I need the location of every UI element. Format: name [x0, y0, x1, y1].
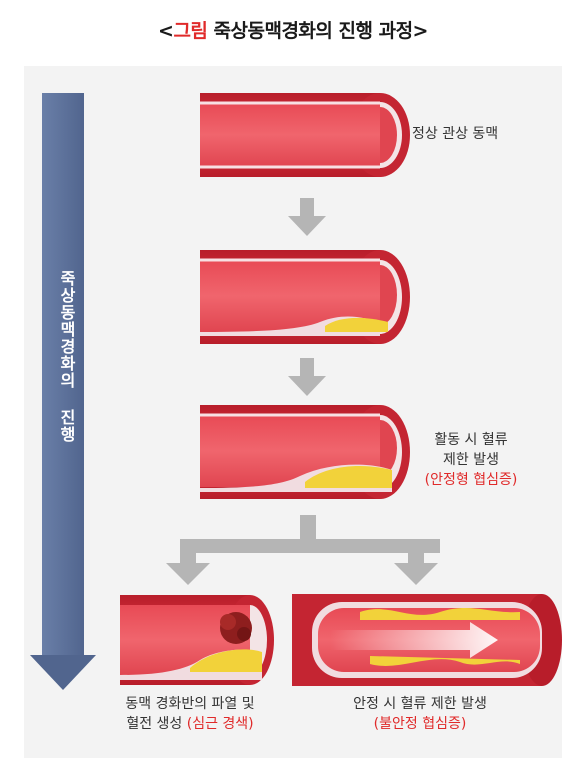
figure-title: <그림 죽상동맥경화의 진행 과정>	[158, 20, 428, 42]
label-stable-angina: 활동 시 혈류 제한 발생 (안정형 협심증)	[406, 430, 536, 490]
rupture-line2: 혈전 생성 (심근 경색)	[126, 716, 254, 732]
artery-unstable-angina	[292, 594, 562, 686]
label-unstable-angina: 안정 시 혈류 제한 발생 (불안정 협심증)	[320, 694, 520, 734]
stable-angina-line3: (안정형 협심증)	[424, 472, 518, 488]
down-arrow-2	[288, 358, 326, 396]
artery-stable-angina	[200, 405, 410, 499]
unstable-angina-line1: 안정 시 혈류 제한 발생	[353, 696, 487, 712]
stable-angina-line1: 활동 시 혈류	[434, 432, 508, 448]
stable-angina-line2: 제한 발생	[443, 452, 499, 468]
progression-arrow	[30, 93, 96, 690]
artery-rupture-thrombus	[120, 595, 274, 685]
branch-arrow	[166, 515, 440, 585]
unstable-angina-line2: (불안정 협심증)	[373, 716, 467, 732]
label-rupture: 동맥 경화반의 파열 및 혈전 생성 (심근 경색)	[100, 694, 280, 734]
down-arrow-1	[288, 198, 326, 236]
label-normal-artery: 정상 관상 동맥	[412, 126, 499, 142]
artery-normal	[200, 93, 410, 177]
progression-label: 죽상동맥경화의 진행	[57, 270, 76, 443]
rupture-line1: 동맥 경화반의 파열 및	[125, 696, 255, 712]
artery-early-plaque	[200, 250, 410, 344]
